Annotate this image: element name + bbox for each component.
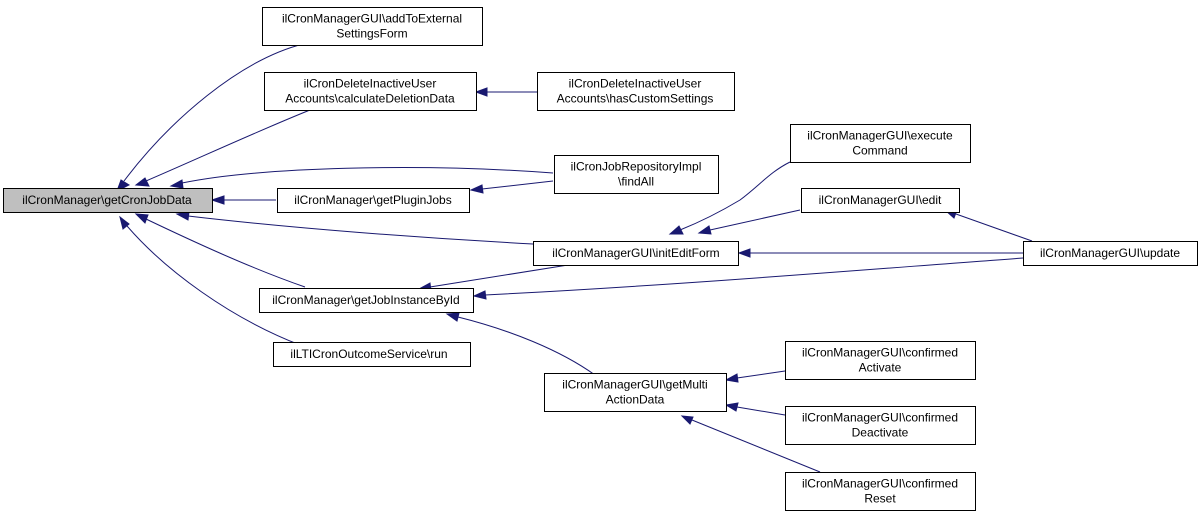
node-label-line: Accounts\hasCustomSettings [557,92,714,106]
edge-initEditForm-to-getJobInstance [417,264,569,292]
edge-confReset-to-getMultiAction [680,415,821,473]
node-label-line: ActionData [606,393,665,407]
edge-ltiRun-to-root [119,215,301,346]
node-label-line: ilCronManager\getPluginJobs [294,193,451,207]
node-label-line: Reset [864,492,896,506]
edge-confActivate-to-getMultiAction [724,370,786,383]
node-label-line: ilCronManager\getCronJobData [22,193,192,207]
node-initEditForm[interactable]: ilCronManagerGUI\initEditForm [533,241,739,266]
node-label-line: ilCronManagerGUI\execute [807,129,953,143]
node-label-line: ilCronManagerGUI\update [1040,246,1180,260]
node-getPluginJobs[interactable]: ilCronManager\getPluginJobs [277,188,470,213]
node-label-line: SettingsForm [336,27,407,41]
edge-executeCommand-to-initEditForm [668,161,791,235]
node-getJobInstanceById[interactable]: ilCronManager\getJobInstanceById [259,288,474,313]
node-label-line: ilCronDeleteInactiveUser [304,77,437,91]
node-edit[interactable]: ilCronManagerGUI\edit [801,188,960,213]
node-calculateDeletionData[interactable]: ilCronDeleteInactiveUserAccounts\calcula… [264,72,477,111]
node-label-line: ilCronManager\getJobInstanceById [272,293,459,307]
node-label-line: Accounts\calculateDeletionData [285,92,455,106]
node-update[interactable]: ilCronManagerGUI\update [1023,241,1198,266]
node-label-line: ilCronManagerGUI\getMulti [562,378,707,392]
node-addToExternalSettingsForm[interactable]: ilCronManagerGUI\addToExternalSettingsFo… [262,7,483,46]
node-label-line: ilCronManagerGUI\confirmed [802,411,958,425]
node-label-line: Activate [859,361,902,375]
edge-findAll-to-getPluginJobs [469,180,554,194]
node-findAll[interactable]: ilCronJobRepositoryImpl\findAll [554,155,719,194]
node-label-line: ilCronJobRepositoryImpl [571,160,702,174]
node-label-line: ilCronDeleteInactiveUser [569,77,702,91]
edge-getMultiAction-to-getJobInstance [445,312,596,376]
edge-findAll-to-root [169,167,554,189]
node-label-line: Deactivate [852,426,909,440]
node-label-line: Command [852,144,907,158]
edge-getJobInstance-to-root [134,213,306,288]
edge-update-to-getJobInstance [472,257,1024,300]
node-label-line: ilLTICronOutcomeService\run [290,347,447,361]
node-label-line: ilCronManagerGUI\addToExternal [282,12,462,26]
edge-update-to-edit [943,209,1033,242]
node-getCronJobData[interactable]: ilCronManager\getCronJobData [3,188,213,213]
edge-calcDeletion-to-root [134,109,311,187]
edge-initEditForm-to-root [175,211,534,245]
node-label-line: ilCronManagerGUI\edit [819,193,942,207]
edge-edit-to-initEditForm [697,209,801,235]
node-hasCustomSettings[interactable]: ilCronDeleteInactiveUserAccounts\hasCust… [537,72,735,111]
edge-update-to-initEditForm [737,248,1023,258]
node-label-line: ilCronManagerGUI\initEditForm [552,246,719,260]
edge-confDeactivate-to-getMultiAction [724,402,786,416]
node-ltiCronRun[interactable]: ilLTICronOutcomeService\run [273,342,471,367]
edge-addToExternal-to-root [116,43,304,193]
edge-getPluginJobs-to-root [210,195,276,205]
node-label-line: \findAll [618,175,654,189]
edge-hasCustom-to-calcDeletion [474,87,537,97]
node-label-line: ilCronManagerGUI\confirmed [802,346,958,360]
node-label-line: ilCronManagerGUI\confirmed [802,477,958,491]
